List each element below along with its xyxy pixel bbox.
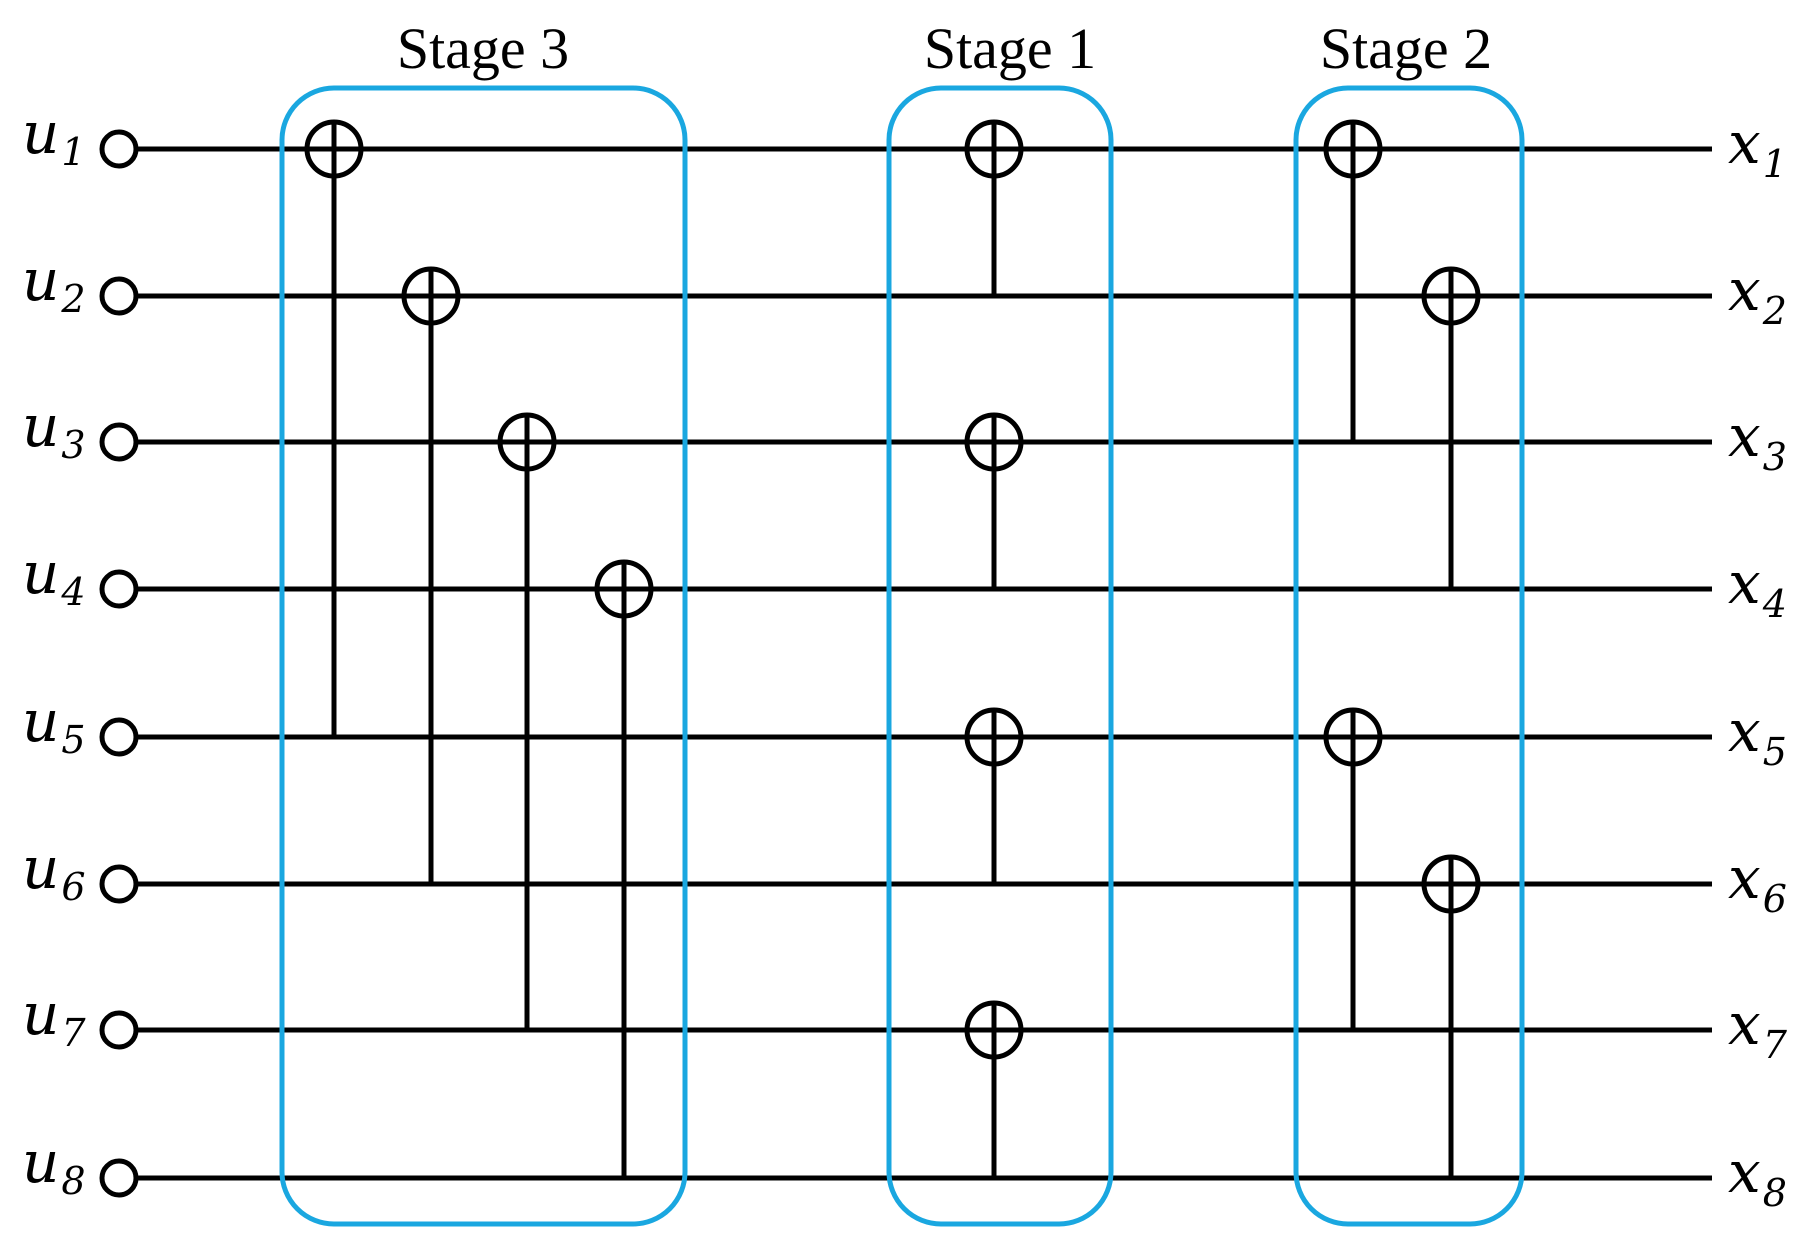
stage-title: Stage 3 xyxy=(397,16,569,81)
input-label: u7 xyxy=(22,980,86,1055)
stage-title: Stage 1 xyxy=(924,16,1096,81)
xor-gate xyxy=(1421,266,1481,589)
outputs: x1 x2 x3 x4 x5 x6 x7 x8 xyxy=(1728,109,1788,1215)
input-label: u5 xyxy=(22,687,86,762)
xor-gate xyxy=(964,119,1024,296)
xor-gate xyxy=(304,119,364,737)
xor-gate xyxy=(401,266,461,884)
input-node xyxy=(99,864,139,904)
xor-gate xyxy=(964,1000,1024,1178)
input-node xyxy=(99,1010,139,1050)
output-label: x3 xyxy=(1728,402,1787,479)
stage-box xyxy=(1293,85,1525,1227)
stage-title: Stage 2 xyxy=(1320,16,1492,81)
inputs: u1 u2 u3 u4 u5 u6 u7 u8 xyxy=(22,99,139,1203)
input-label: u3 xyxy=(22,392,86,467)
xor-gate xyxy=(594,559,654,1178)
output-label: x6 xyxy=(1728,844,1787,921)
xor-gate xyxy=(964,707,1024,884)
input-label: u2 xyxy=(22,246,86,321)
xor-gates xyxy=(304,119,1481,1178)
xor-gate xyxy=(1323,119,1383,442)
input-node xyxy=(99,276,139,316)
output-label: x1 xyxy=(1728,109,1787,186)
stage-box xyxy=(886,85,1114,1227)
input-label: u6 xyxy=(22,834,86,909)
output-label: x7 xyxy=(1728,990,1788,1067)
xor-gate xyxy=(497,412,557,1030)
input-node xyxy=(99,1158,139,1198)
stages: Stage 3 Stage 1 Stage 2 xyxy=(279,16,1525,1227)
input-node xyxy=(99,569,139,609)
wires xyxy=(136,146,1712,1181)
input-label: u4 xyxy=(22,539,86,614)
xor-gate xyxy=(964,412,1024,589)
input-label: u1 xyxy=(22,99,86,174)
input-node xyxy=(99,422,139,462)
stage-box xyxy=(279,85,688,1227)
output-label: x4 xyxy=(1728,549,1787,626)
input-node xyxy=(99,717,139,757)
xor-gate xyxy=(1323,707,1383,1030)
output-label: x2 xyxy=(1728,256,1787,333)
output-label: x5 xyxy=(1728,697,1787,774)
output-label: x8 xyxy=(1728,1138,1787,1215)
input-label: u8 xyxy=(22,1128,86,1203)
xor-gate xyxy=(1421,854,1481,1178)
input-node xyxy=(99,129,139,169)
